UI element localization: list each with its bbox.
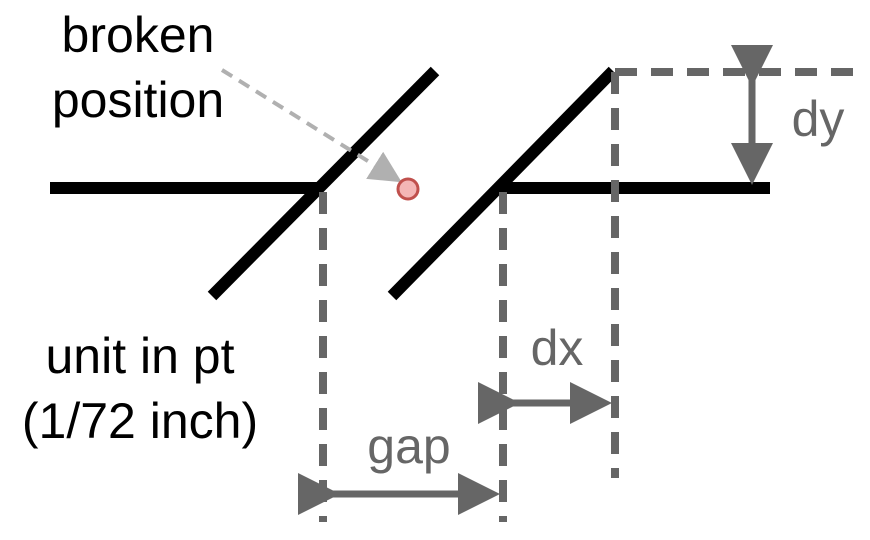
left-diagonal-segment xyxy=(207,66,440,301)
dx-label: dx xyxy=(531,320,584,376)
broken-line xyxy=(50,66,770,301)
broken-position-pointer xyxy=(220,68,402,183)
dy-label: dy xyxy=(792,91,845,147)
broken-position-marker xyxy=(396,177,420,201)
unit-label-line1: unit in pt xyxy=(45,328,234,384)
unit-label-line2: (1/72 inch) xyxy=(22,393,258,449)
dimension-arrows xyxy=(298,45,773,515)
broken-position-label-line2: position xyxy=(52,72,224,128)
broken-position-label-line1: broken xyxy=(62,7,215,63)
gap-label: gap xyxy=(367,418,450,474)
